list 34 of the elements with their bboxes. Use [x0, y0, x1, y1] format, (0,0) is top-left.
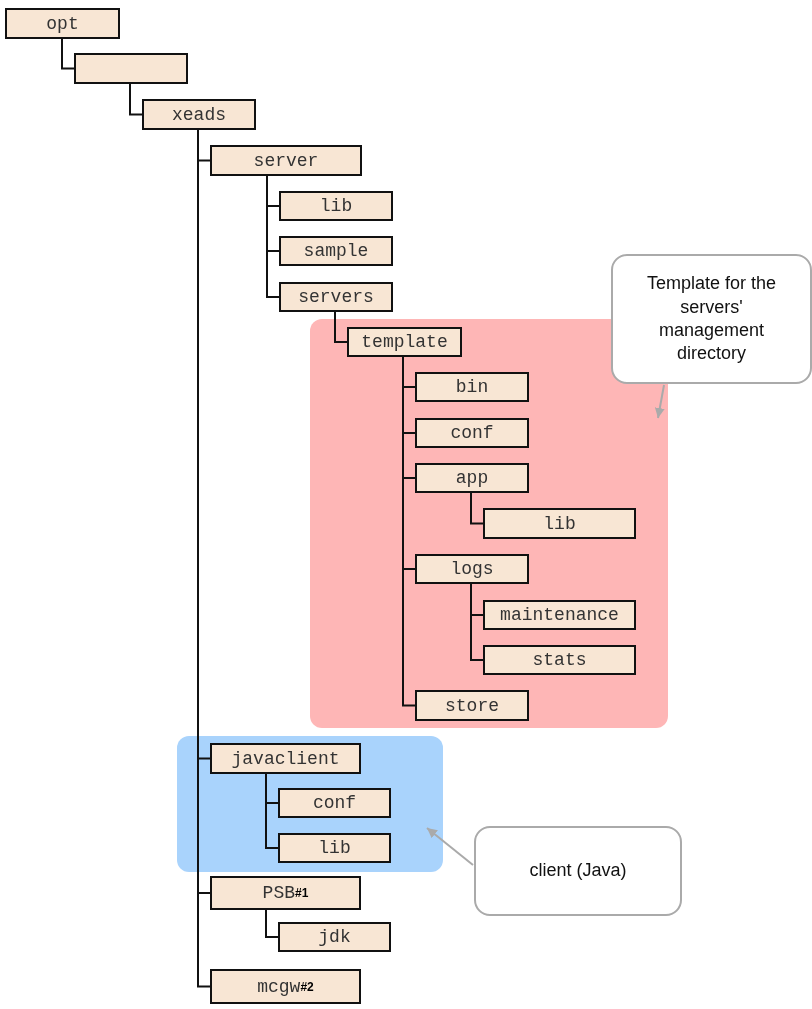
folder-box: bin	[415, 372, 529, 402]
callout-pointer	[426, 827, 474, 866]
folder-box: jdk	[278, 922, 391, 952]
folder-box: opt	[5, 8, 120, 39]
highlight-region	[177, 736, 443, 872]
tree-connector	[402, 356, 416, 707]
folder-box	[74, 53, 188, 84]
folder-box: xeads	[142, 99, 256, 130]
tree-connector	[61, 38, 75, 70]
folder-box: javaclient	[210, 743, 361, 774]
tree-connector	[266, 175, 280, 298]
folder-box: sample	[279, 236, 393, 266]
folder-box: conf	[278, 788, 391, 818]
folder-box: lib	[483, 508, 636, 539]
folder-box: app	[415, 463, 529, 493]
tree-connector	[265, 909, 279, 938]
tree-connector	[129, 83, 143, 116]
folder-box: servers	[279, 282, 393, 312]
folder-box: server	[210, 145, 362, 176]
tree-connector	[265, 773, 279, 849]
folder-box: stats	[483, 645, 636, 675]
folder-box: template	[347, 327, 462, 357]
callout-bubble: client (Java)	[474, 826, 682, 916]
folder-box: conf	[415, 418, 529, 448]
folder-box: store	[415, 690, 529, 721]
folder-box: logs	[415, 554, 529, 584]
tree-connector	[334, 311, 348, 343]
callout-bubble: Template for the servers' management directory	[611, 254, 812, 384]
callout-pointer	[654, 384, 665, 419]
tree-connector	[470, 492, 484, 525]
folder-box: lib	[279, 191, 393, 221]
tree-connector	[470, 583, 484, 661]
folder-box: lib	[278, 833, 391, 863]
folder-box: maintenance	[483, 600, 636, 630]
